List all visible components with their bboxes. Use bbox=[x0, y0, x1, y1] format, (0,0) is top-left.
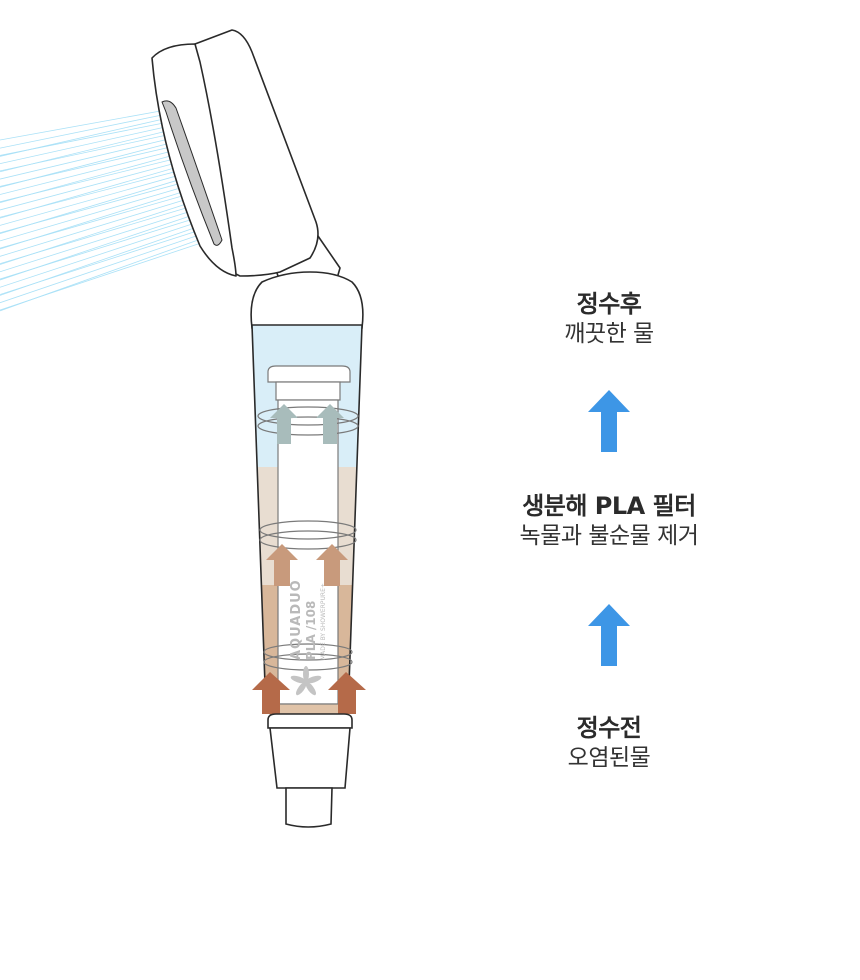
spray-line bbox=[0, 156, 185, 203]
filter-brand: AQUADUO bbox=[289, 579, 304, 660]
water-spray bbox=[0, 109, 217, 312]
spray-line bbox=[0, 160, 186, 211]
spray-line bbox=[0, 202, 203, 265]
spray-line bbox=[0, 183, 195, 242]
spray-line bbox=[0, 179, 194, 234]
flow-arrows-dirty bbox=[252, 672, 366, 714]
spray-line bbox=[0, 225, 212, 295]
stage-title: 정수전 bbox=[576, 714, 642, 742]
spray-line bbox=[0, 191, 198, 249]
spray-line bbox=[0, 136, 177, 180]
shower-head-icon bbox=[151, 29, 341, 289]
filter-maker: MADE BY SHOWERPURE+ bbox=[320, 583, 327, 660]
stage-after-filter: 정수후 깨끗한 물 bbox=[459, 289, 759, 349]
spray-line bbox=[0, 171, 191, 226]
spray-line bbox=[0, 148, 182, 195]
spray-line bbox=[0, 167, 189, 218]
spray-line bbox=[0, 144, 180, 187]
shower-handle: AQUADUO PLA /108 MADE BY SHOWERPURE+ bbox=[250, 271, 366, 828]
spray-line bbox=[0, 109, 167, 141]
spray-line bbox=[0, 206, 204, 273]
arrow-up-icon bbox=[588, 390, 630, 452]
spray-line bbox=[0, 214, 208, 280]
filter-model: PLA /108 bbox=[304, 601, 318, 660]
stage-before-filter: 정수전 오염된물 bbox=[459, 713, 759, 773]
flow-arrows-mid bbox=[266, 544, 348, 586]
stage-subtitle: 깨끗한 물 bbox=[564, 321, 654, 347]
spray-line bbox=[0, 125, 173, 164]
spray-line bbox=[0, 132, 176, 172]
filter-label: AQUADUO PLA /108 MADE BY SHOWERPURE+ bbox=[289, 579, 327, 660]
spray-line bbox=[0, 194, 200, 257]
stage-subtitle: 오염된물 bbox=[567, 745, 651, 771]
arrow-up-icon bbox=[588, 604, 630, 666]
spray-line bbox=[0, 121, 171, 156]
spray-line bbox=[0, 113, 168, 149]
spray-line bbox=[0, 229, 214, 304]
stage-title: 생분해 PLA 필터 bbox=[522, 492, 696, 520]
spray-line bbox=[0, 237, 217, 311]
leaf-logo-icon bbox=[290, 666, 322, 696]
flow-arrows-clean bbox=[270, 404, 344, 444]
stage-pla-filter: 생분해 PLA 필터 녹물과 불순물 제거 bbox=[459, 491, 759, 551]
stage-subtitle: 녹물과 불순물 제거 bbox=[519, 523, 699, 549]
spray-line bbox=[0, 218, 209, 288]
stage-title: 정수후 bbox=[576, 290, 642, 318]
